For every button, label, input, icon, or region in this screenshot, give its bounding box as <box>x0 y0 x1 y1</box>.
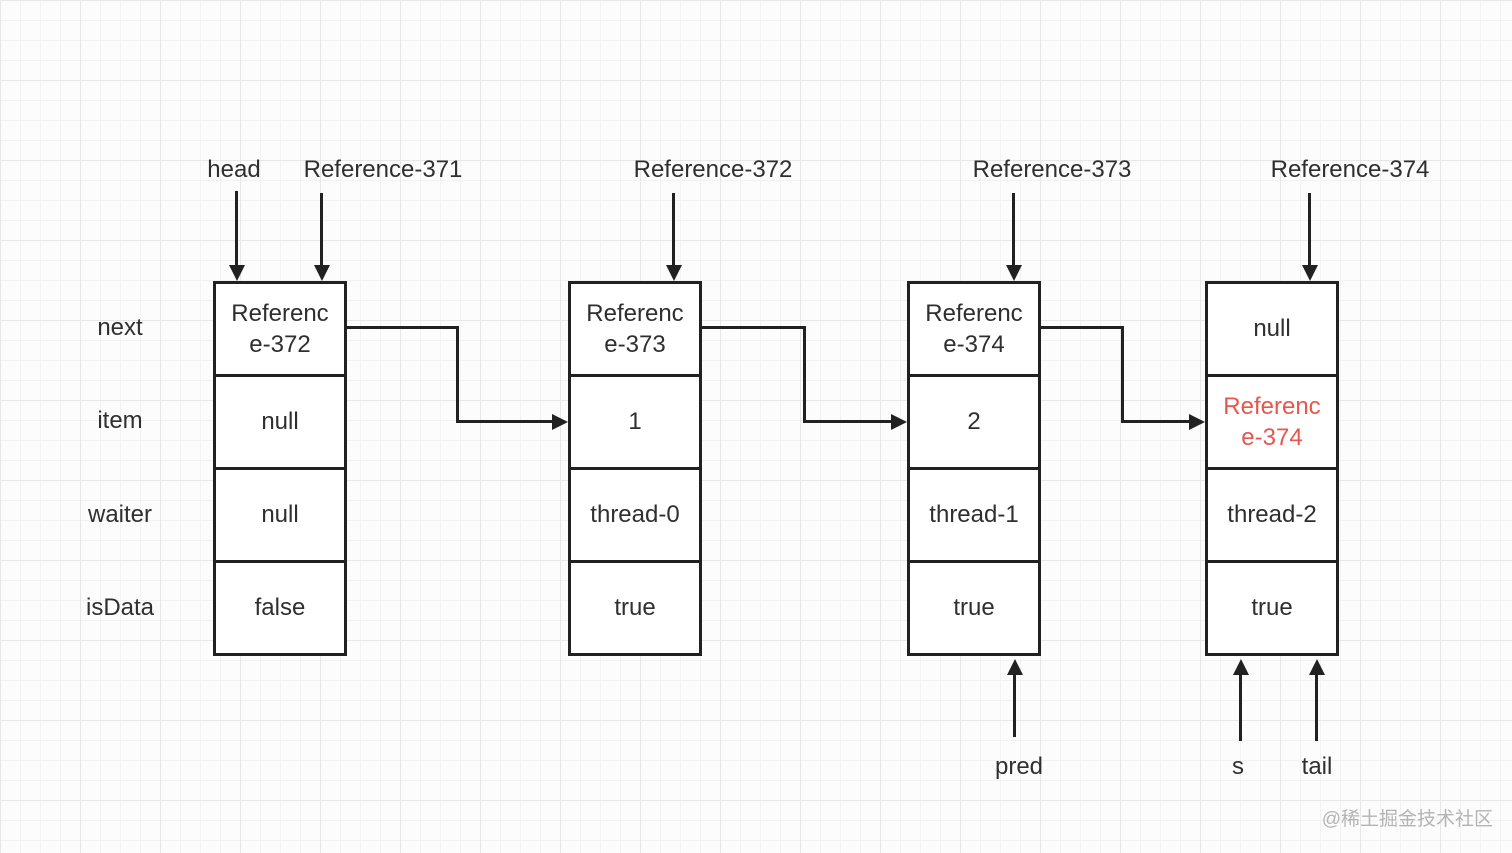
node-1-waiter-cell: null <box>216 467 344 560</box>
node-3-next-cell: Reference-374 <box>925 299 1023 358</box>
row-label-item: item <box>97 407 143 434</box>
node-4-waiter-cell: thread-2 <box>1208 467 1336 560</box>
node-2-item-cell: 1 <box>571 374 699 467</box>
node-2: Reference-373 1 thread-0 true <box>568 281 702 656</box>
pointer-label-pred: pred <box>994 753 1044 780</box>
node-4: null Reference-374 thread-2 true <box>1205 281 1339 656</box>
watermark: @稀土掘金技术社区 <box>1321 809 1493 830</box>
node-3-item-cell: 2 <box>910 374 1038 467</box>
pointer-label-reference-372: Reference-372 <box>633 156 793 183</box>
node-3: Reference-374 2 thread-1 true <box>907 281 1041 656</box>
pointer-label-reference-374: Reference-374 <box>1270 156 1430 183</box>
node-4-next-cell: null <box>1253 315 1291 343</box>
pointer-label-s: s <box>1232 753 1244 780</box>
pointer-label-tail: tail <box>1301 753 1333 780</box>
row-label-waiter: waiter <box>87 501 153 528</box>
node-1-next-cell: Reference-372 <box>231 299 329 358</box>
pointer-label-reference-373: Reference-373 <box>972 156 1132 183</box>
node-3-isdata-cell: true <box>910 560 1038 653</box>
row-label-next: next <box>97 314 143 341</box>
node-2-next-cell: Reference-373 <box>586 299 684 358</box>
pointer-label-reference-371: Reference-371 <box>303 156 463 183</box>
node-2-waiter-cell: thread-0 <box>571 467 699 560</box>
row-label-isdata: isData <box>85 594 155 621</box>
node-4-isdata-cell: true <box>1208 560 1336 653</box>
node-3-waiter-cell: thread-1 <box>910 467 1038 560</box>
node-4-item-cell: Reference-374 <box>1208 374 1336 467</box>
node-2-isdata-cell: true <box>571 560 699 653</box>
node-1-item-cell: null <box>216 374 344 467</box>
node-1-isdata-cell: false <box>216 560 344 653</box>
node-1: Reference-372 null null false <box>213 281 347 656</box>
pointer-label-head: head <box>207 156 261 183</box>
